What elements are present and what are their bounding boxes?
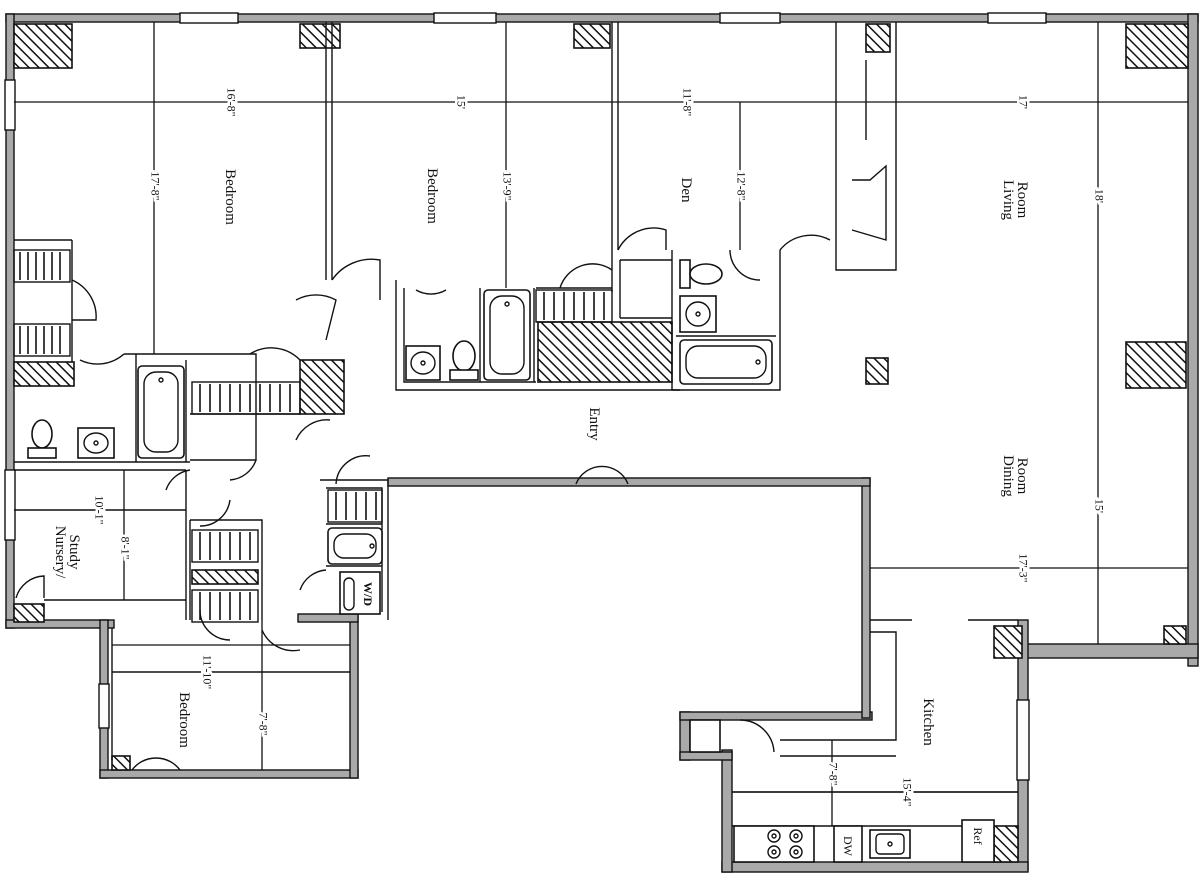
kitchen-fixtures	[689, 719, 995, 863]
dishwasher-label: DW	[841, 836, 855, 857]
dim-bedroom-2-depth: 13'-9"	[500, 171, 514, 200]
dim-kitchen-depth: 7'-8"	[826, 762, 840, 785]
washer-dryer-label: W/D	[361, 582, 375, 606]
washer-dryer	[339, 571, 381, 615]
sink-2	[405, 345, 441, 381]
dim-living-width: 17'	[1016, 95, 1030, 109]
toilet-3	[679, 259, 723, 289]
bathtub-4	[327, 527, 383, 565]
pantry	[689, 719, 721, 753]
closet-bedroom2	[535, 289, 613, 323]
closet-hall	[327, 489, 383, 523]
sink-3	[679, 295, 717, 333]
dim-den-depth: 12'-8"	[734, 171, 748, 200]
bathtub-2	[483, 289, 531, 381]
room-label-living-1: Living	[1000, 180, 1016, 220]
columns	[13, 23, 1189, 863]
dim-dining-depth: 15'	[1092, 499, 1106, 513]
bathtub-1	[137, 365, 185, 459]
dimension-lines	[14, 22, 1188, 826]
closet-bedroom1-a	[13, 249, 71, 283]
closet-bedroom3	[191, 589, 259, 623]
bath-fixtures	[27, 259, 773, 615]
room-label-bedroom-1: Bedroom	[222, 169, 238, 225]
door-swings	[15, 227, 831, 771]
dim-bedroom-1-width: 16'-8"	[224, 87, 238, 116]
room-label-entry: Entry	[586, 407, 602, 441]
dim-bedroom-3-depth: 7'-8"	[256, 712, 270, 735]
closet-nursery	[191, 529, 259, 585]
dim-nursery-width: 10'-1"	[92, 495, 106, 524]
dim-bedroom-1-depth: 17'-8"	[148, 171, 162, 200]
dimension-labels: 16'-8" 17'-8" 15' 13'-9" 11'-8" 12'-8" 1…	[90, 85, 1109, 809]
refrigerator-label: Ref	[971, 827, 985, 844]
dim-bedroom-3-width: 11'-10"	[200, 655, 214, 690]
toilet-2	[449, 340, 479, 381]
room-labels: Bedroom Bedroom Den Living Room Dining R…	[52, 168, 1030, 748]
room-label-den: Den	[678, 178, 694, 203]
dim-nursery-depth: 8'-1"	[118, 536, 132, 559]
refrigerator	[961, 819, 995, 863]
dim-living-depth: 18'	[1092, 189, 1106, 203]
closet-bedroom1-c	[191, 381, 301, 415]
room-label-nursery-2: Study	[66, 534, 82, 570]
room-label-bedroom-2: Bedroom	[424, 168, 440, 224]
toilet-1	[27, 419, 57, 459]
dishwasher	[833, 825, 863, 863]
room-label-kitchen: Kitchen	[920, 698, 936, 746]
room-label-dining-2: Room	[1014, 458, 1030, 495]
sink-1	[77, 427, 115, 459]
dim-den-width: 11'-8"	[680, 88, 694, 117]
room-label-living-2: Room	[1014, 182, 1030, 219]
fixture-labels: W/D DW Ref	[361, 582, 985, 857]
kitchen-sink	[869, 829, 911, 859]
stove	[733, 825, 815, 863]
windows	[4, 12, 1047, 781]
dim-dining-width: 17'-3"	[1016, 553, 1030, 582]
bathtub-3	[679, 339, 773, 385]
dim-kitchen-width: 15'-4"	[900, 777, 914, 806]
dim-bedroom-2-width: 15'	[454, 95, 468, 109]
room-label-nursery-1: Nursery/	[52, 526, 68, 579]
closets	[13, 249, 613, 623]
room-label-dining-1: Dining	[1000, 455, 1016, 497]
closet-bedroom1-b	[13, 323, 71, 357]
room-label-bedroom-3: Bedroom	[176, 692, 192, 748]
